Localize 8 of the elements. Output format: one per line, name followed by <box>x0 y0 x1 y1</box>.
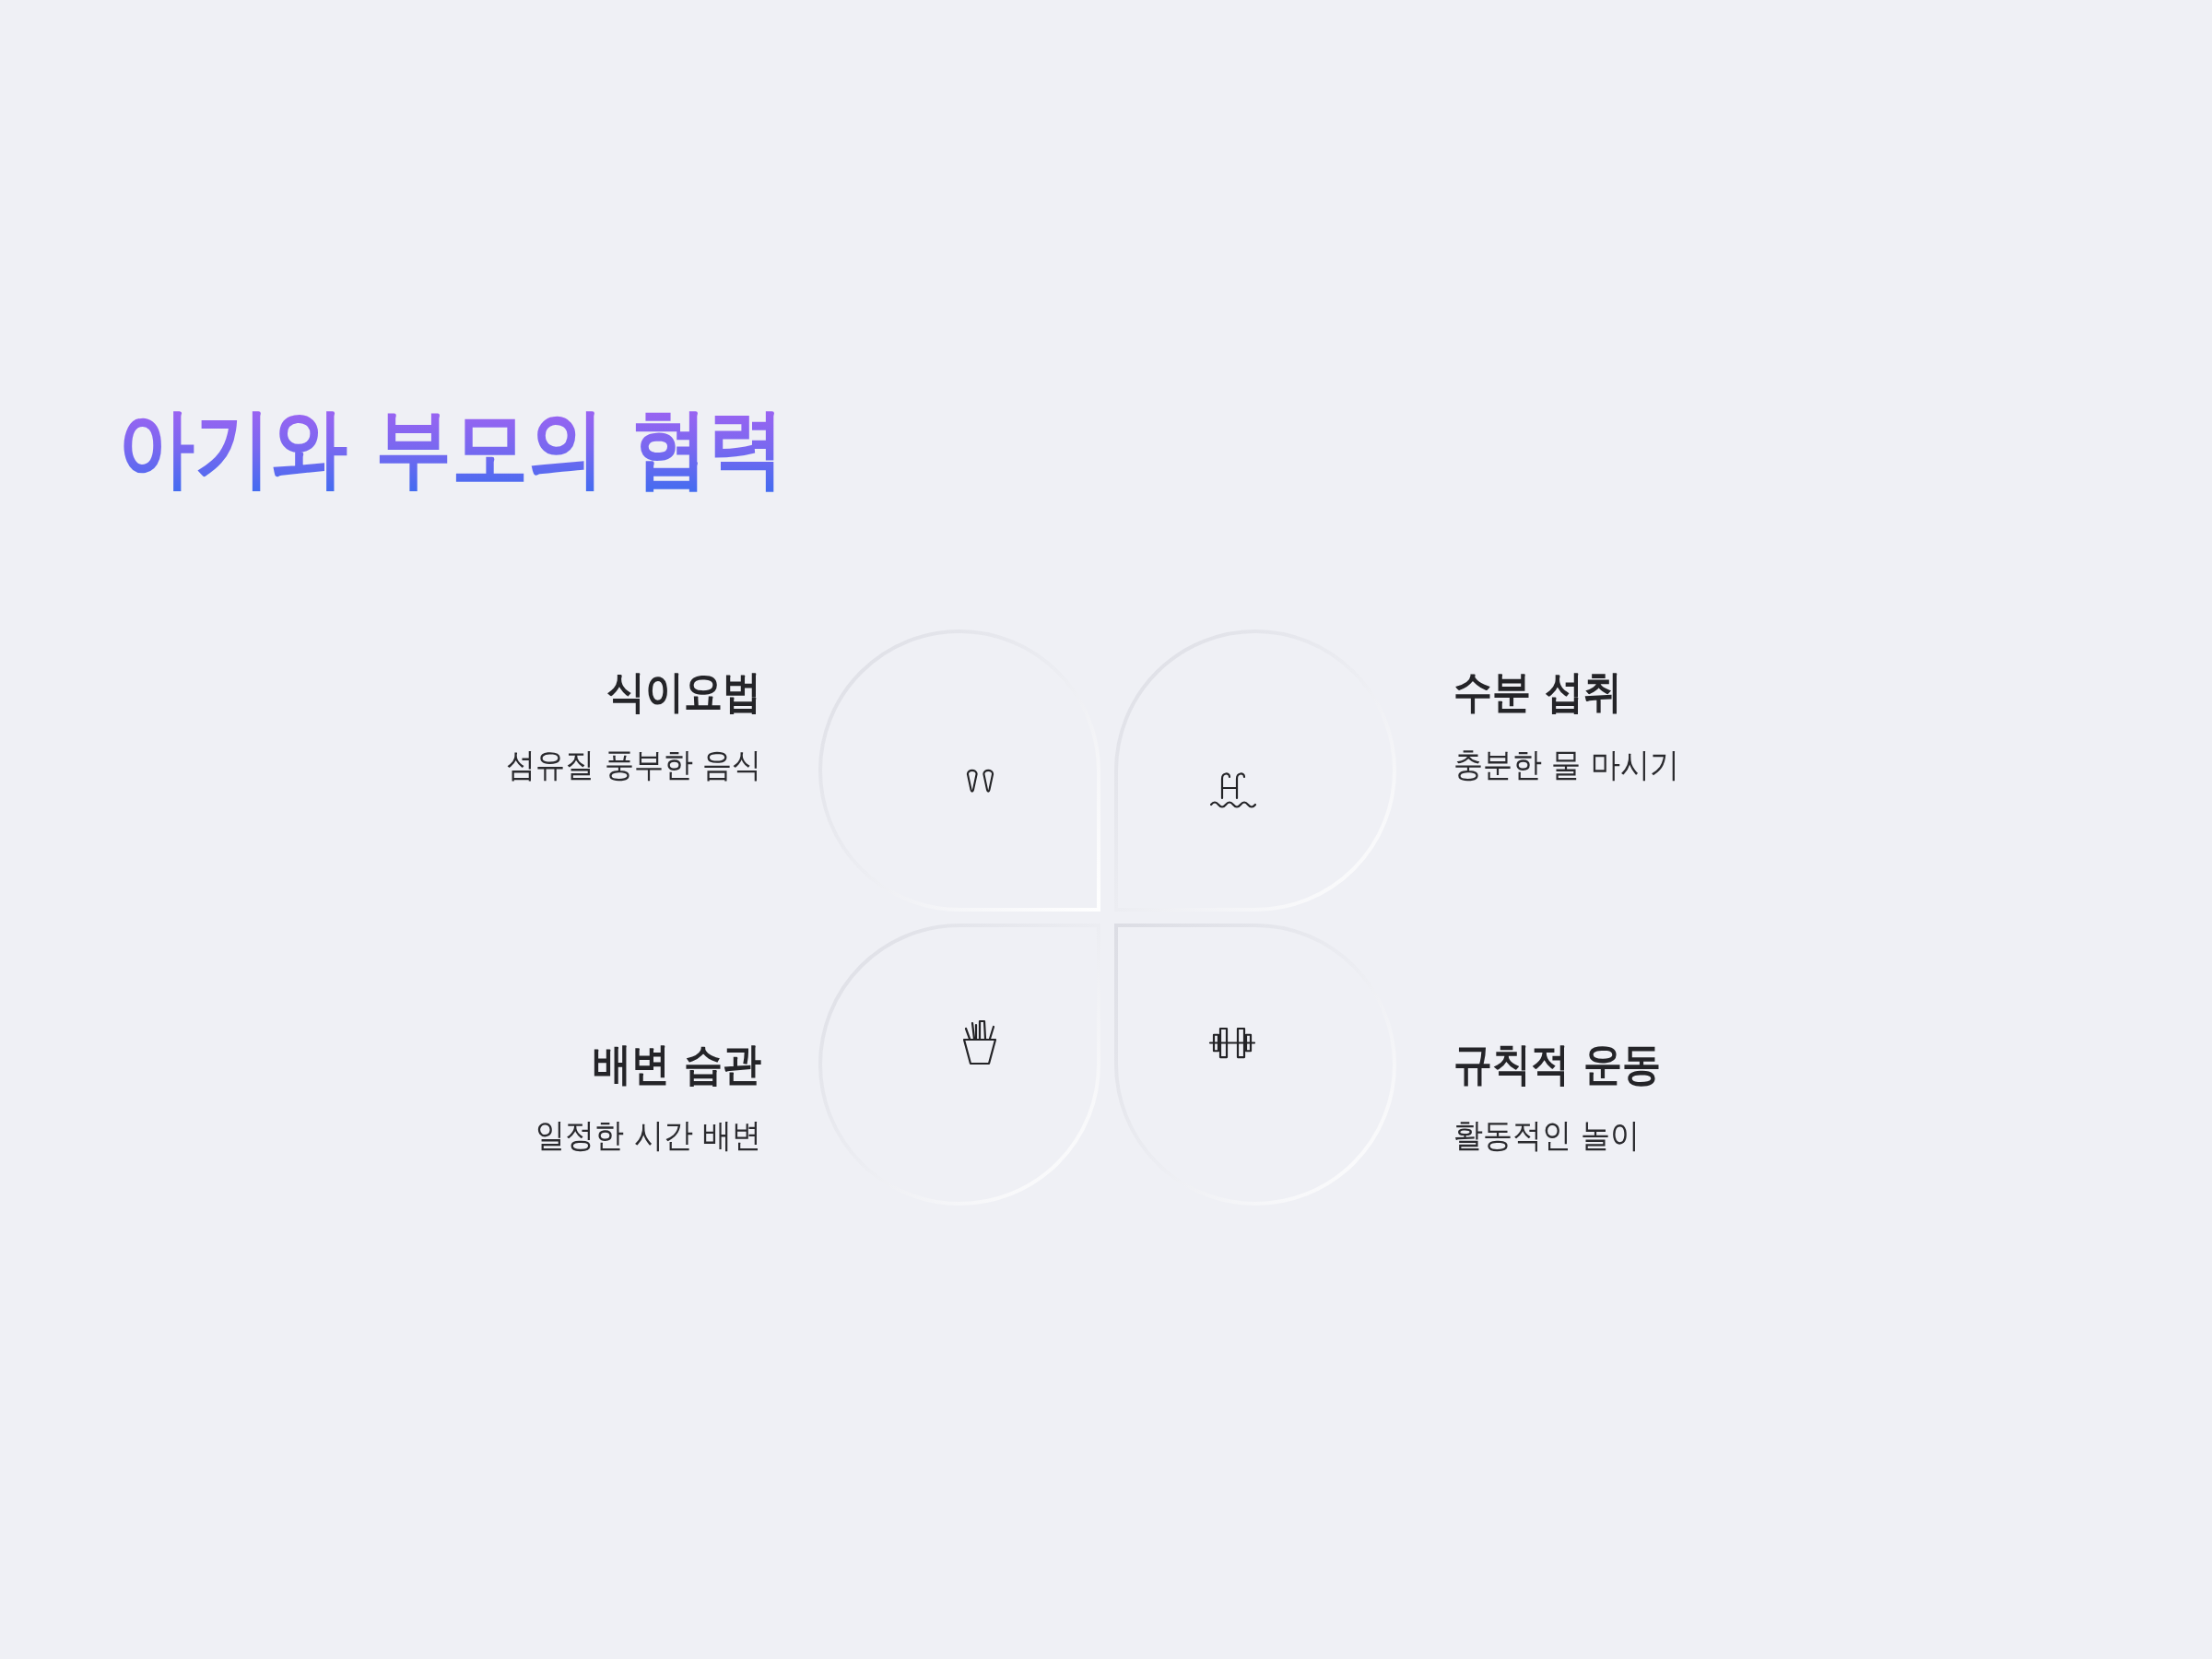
category-description: 일정한 시간 배변 <box>535 1115 761 1156</box>
category-description: 섬유질 풍부한 음식 <box>506 745 761 785</box>
category-heading: 규칙적 운동 <box>1453 1037 1661 1090</box>
category-heading: 수분 섭취 <box>1453 665 1622 718</box>
category-description: 활동적인 놀이 <box>1453 1115 1641 1156</box>
category-heading: 식이요법 <box>606 665 761 718</box>
category-description: 충분한 물 마시기 <box>1453 745 1679 785</box>
category-heading: 배변 습관 <box>593 1037 761 1090</box>
